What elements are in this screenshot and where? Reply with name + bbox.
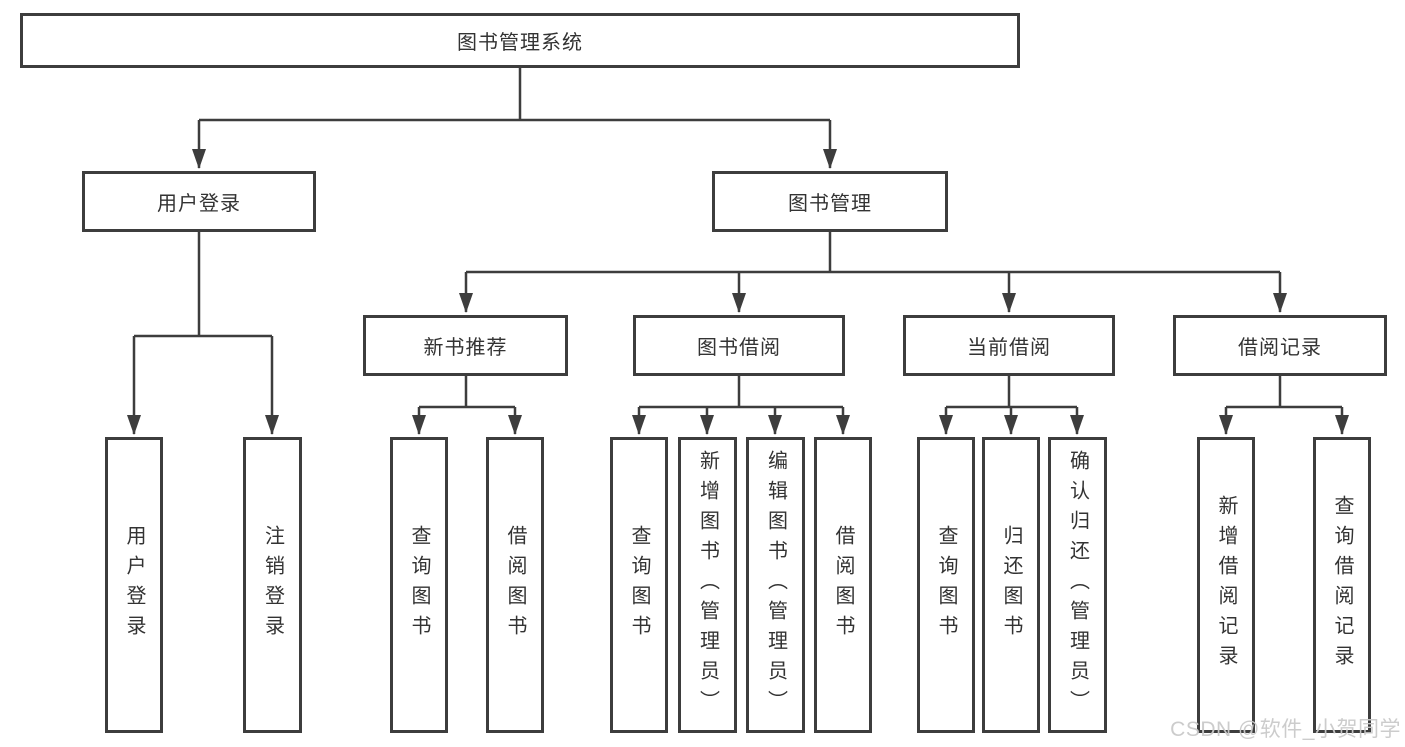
connector-user-login-to-leaves bbox=[134, 232, 272, 338]
leaf-logout: 注销登录 bbox=[243, 437, 302, 733]
csdn-watermark: CSDN @软件_小贺同学 bbox=[1170, 718, 1401, 741]
node-book-borrow: 图书借阅 bbox=[633, 315, 845, 376]
node-current-borrow: 当前借阅 bbox=[903, 315, 1115, 376]
leaf-user-login: 用户登录 bbox=[105, 437, 163, 733]
leaf-nb-borrow-books: 借阅图书 bbox=[486, 437, 544, 733]
connector-root-to-level2 bbox=[199, 68, 830, 122]
connector-book-borrow-to-leaves bbox=[639, 376, 843, 409]
leaf-bb-add-books: 新增图书（管理员） bbox=[678, 437, 737, 733]
node-user-login: 用户登录 bbox=[82, 171, 316, 232]
leaf-cb-query-books: 查询图书 bbox=[917, 437, 975, 733]
leaf-cb-confirm-return: 确认归还（管理员） bbox=[1048, 437, 1107, 733]
node-borrow-records: 借阅记录 bbox=[1173, 315, 1387, 376]
leaf-br-query-record: 查询借阅记录 bbox=[1313, 437, 1371, 733]
leaf-bb-borrow-books: 借阅图书 bbox=[814, 437, 872, 733]
leaf-bb-query-books: 查询图书 bbox=[610, 437, 668, 733]
connector-new-books-to-leaves bbox=[419, 376, 515, 409]
connector-book-mgmt-to-level3 bbox=[466, 232, 1280, 274]
node-root: 图书管理系统 bbox=[20, 13, 1020, 68]
connector-current-borrow-to-leaves bbox=[946, 376, 1077, 409]
leaf-cb-return-books: 归还图书 bbox=[982, 437, 1040, 733]
node-book-mgmt: 图书管理 bbox=[712, 171, 948, 232]
leaf-nb-query-books: 查询图书 bbox=[390, 437, 448, 733]
connector-borrow-records-to-leaves bbox=[1226, 376, 1342, 409]
leaf-bb-edit-books: 编辑图书（管理员） bbox=[746, 437, 805, 733]
leaf-br-add-record: 新增借阅记录 bbox=[1197, 437, 1255, 733]
node-new-books: 新书推荐 bbox=[363, 315, 568, 376]
